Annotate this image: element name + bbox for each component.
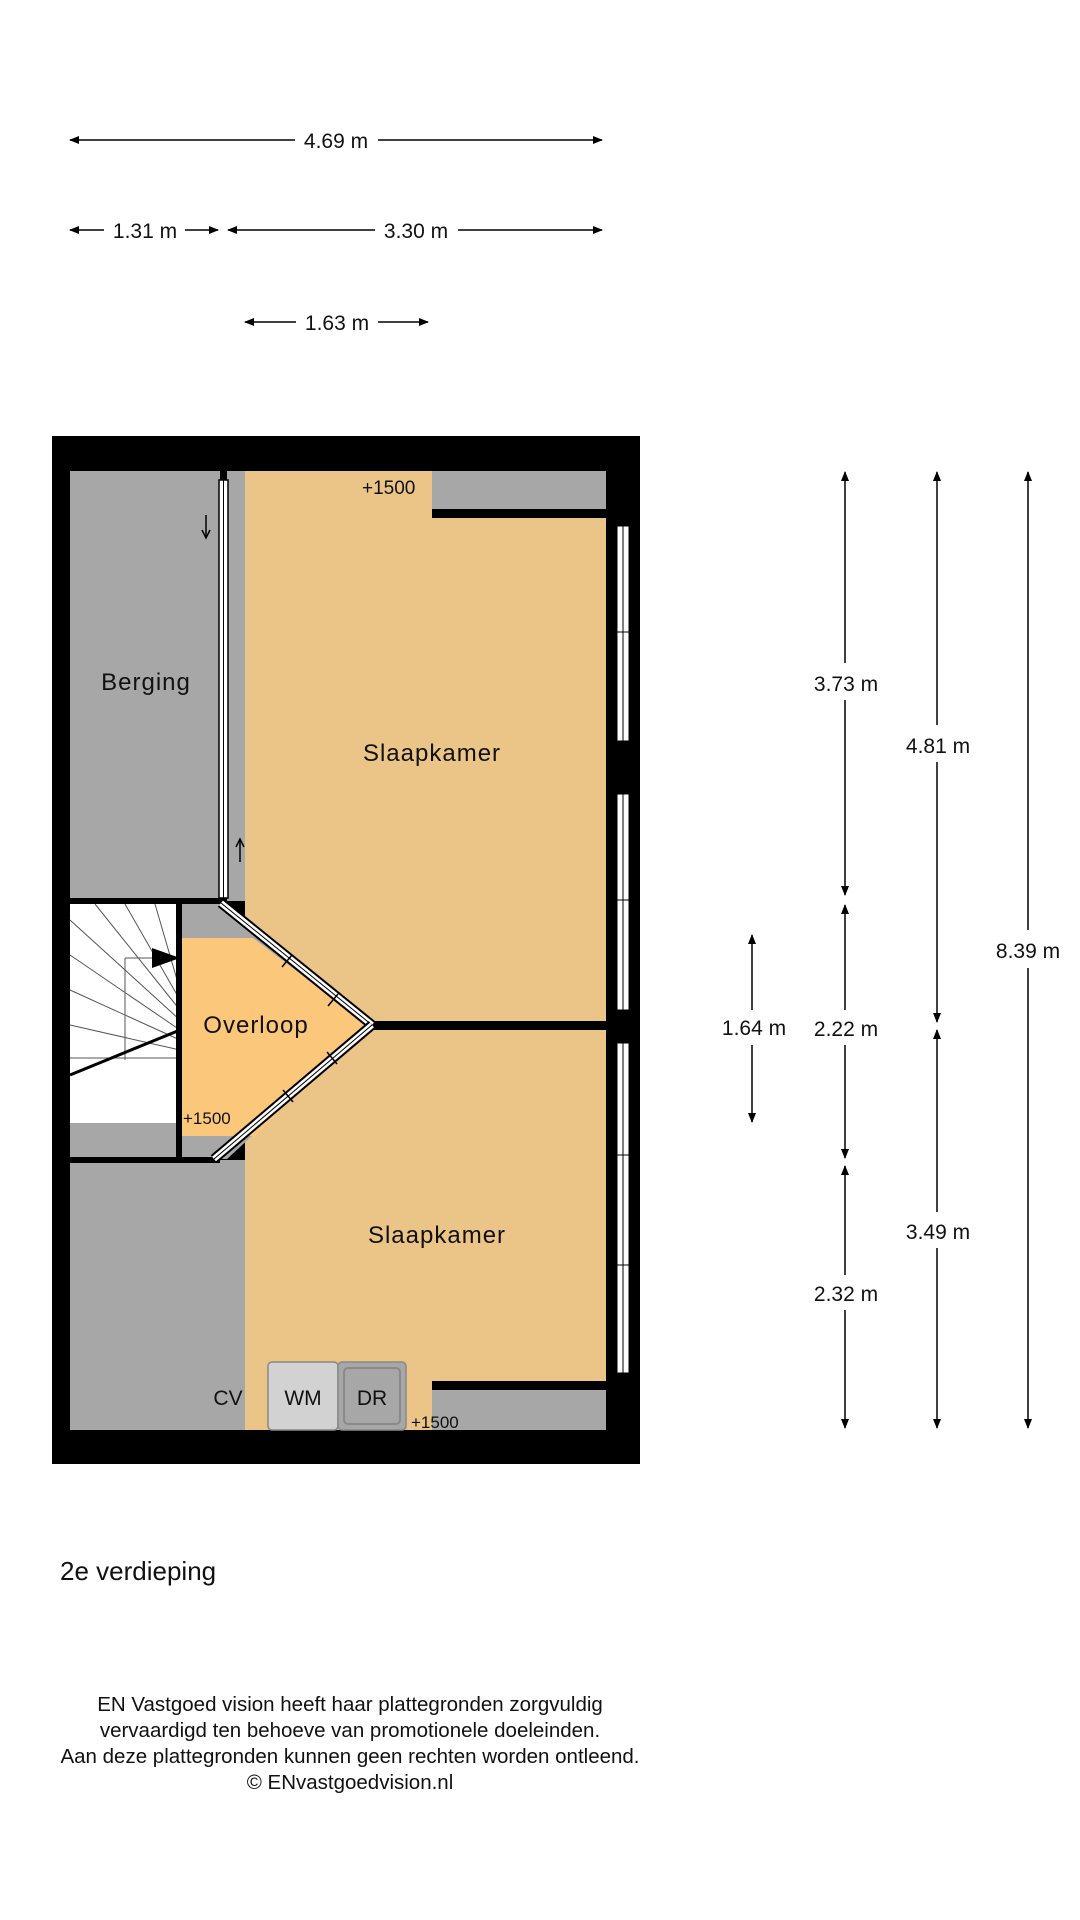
dim-label-h-mid: 2.22 m [814,1018,878,1041]
dim-label-width-mid: 1.63 m [305,312,369,335]
wall-berging-bottom [70,898,227,904]
disclaimer-line-1: EN Vastgoed vision heeft haar plattegron… [97,1693,603,1716]
dim-overloop-height: 1.64 m [722,934,786,1123]
room-label-slaapkamer-top: Slaapkamer [363,740,501,767]
dim-total-height: 8.39 m [996,471,1060,1429]
dim-label-h-overloop: 1.64 m [722,1017,786,1040]
dim-bottom-room-height: 2.32 m [814,1165,878,1429]
dim-label-total-width: 4.69 m [304,130,368,153]
sloped-area-bottom-right [432,1386,606,1430]
dim-width-right: 3.30 m [227,220,603,243]
dim-total-width: 4.69 m [69,130,603,153]
cv-label: CV [213,1387,242,1410]
dim-bottom-total-height: 3.49 m [906,1029,970,1429]
dim-label-h-bottom-room: 2.32 m [814,1283,878,1306]
dim-top-total-height: 4.81 m [906,471,970,1023]
stair-arrow-icon [152,948,180,968]
sloped-area-top-right [432,471,606,509]
sloped-area-bottom [70,1160,245,1430]
dim-top-room-height: 3.73 m [814,471,878,896]
berging-area [70,471,225,901]
washing-machine: WM [267,1361,339,1431]
wall-between-bedrooms [368,1021,606,1030]
disclaimer-line-4: © ENvastgoedvision.nl [246,1771,454,1794]
room-label-slaapkamer-bottom: Slaapkamer [368,1222,506,1249]
dim-label-h-total: 8.39 m [996,940,1060,963]
dim-label-width-right: 3.30 m [384,220,448,243]
disclaimer: EN Vastgoed vision heeft haar plattegron… [0,1692,700,1796]
glass-wall-overloop [210,899,376,1163]
height-marker-bottom: +1500 [411,1413,459,1432]
wall-bottom-right [432,1381,606,1390]
dryer: DR [337,1361,407,1431]
height-marker-top-right: +1500 [362,478,415,499]
overloop-area [182,938,368,1136]
dim-label-width-left: 1.31 m [113,220,177,243]
dim-mid-height: 2.22 m [814,904,878,1159]
dim-label-h-top-room: 3.73 m [814,673,878,696]
disclaimer-line-3: Aan deze plattegronden kunnen geen recht… [60,1745,640,1768]
dim-label-h-top-total: 4.81 m [906,735,970,758]
floor-title: 2e verdieping [60,1556,217,1586]
wall-top-right [432,509,606,518]
room-label-berging: Berging [101,669,191,696]
disclaimer-line-2: vervaardigd ten behoeve van promotionele… [99,1719,601,1742]
wm-label: WM [284,1387,321,1410]
height-marker-overloop: +1500 [183,1109,231,1128]
dr-label: DR [357,1387,387,1410]
wall-stair-right [176,898,182,1162]
dim-label-h-bottom-total: 3.49 m [906,1221,970,1244]
room-label-overloop: Overloop [203,1012,308,1039]
dim-width-left: 1.31 m [69,220,219,243]
dim-width-mid: 1.63 m [244,312,429,335]
slaapkamer-area [245,471,606,1430]
wall-stair-bottom [70,1157,220,1163]
